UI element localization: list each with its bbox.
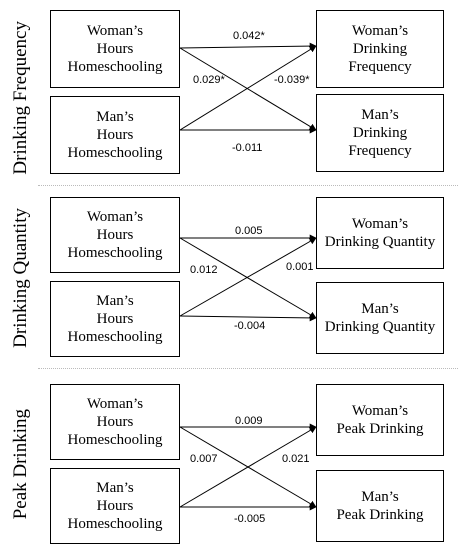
panel-label-drinking-quantity: Drinking Quantity: [9, 208, 31, 348]
woman-drinking-frequency-box: Woman’s Drinking Frequency: [316, 10, 444, 88]
arrow-man-to-man: [179, 314, 317, 322]
coef-woman-to-woman: 0.005: [235, 225, 263, 237]
man-drinking-frequency-box: Man’s Drinking Frequency: [316, 94, 444, 172]
arrow-man-to-woman: [179, 426, 317, 508]
coef-man-to-man: -0.005: [234, 513, 266, 525]
panel-label-peak-drinking: Peak Drinking: [9, 408, 31, 520]
coef-man-to-woman: -0.039*: [274, 74, 310, 86]
arrow-woman-to-man: [179, 237, 317, 319]
coef-man-to-man: -0.004: [234, 320, 266, 332]
coef-woman-to-woman: 0.042*: [233, 30, 265, 42]
man-hours-homeschooling-box: Man’s Hours Homeschooling: [50, 468, 180, 544]
woman-hours-homeschooling-box: Woman’s Hours Homeschooling: [50, 384, 180, 460]
coef-man-to-woman: 0.021: [282, 453, 310, 465]
man-peak-drinking-box: Man’s Peak Drinking: [316, 470, 444, 542]
arrow-man-to-woman: [179, 237, 317, 317]
coef-man-to-man: -0.011: [232, 142, 263, 154]
woman-hours-homeschooling-box: Woman’s Hours Homeschooling: [50, 10, 180, 88]
arrow-woman-to-man: [179, 47, 317, 131]
panel-divider: [38, 185, 458, 186]
man-hours-homeschooling-box: Man’s Hours Homeschooling: [50, 96, 180, 174]
woman-hours-homeschooling-box: Woman’s Hours Homeschooling: [50, 197, 180, 273]
panel-label-drinking-frequency: Drinking Frequency: [9, 21, 31, 175]
coef-woman-to-man: 0.012: [190, 264, 218, 276]
woman-drinking-quantity-box: Woman’s Drinking Quantity: [316, 197, 444, 269]
arrow-man-to-woman: [179, 45, 317, 131]
arrow-woman-to-man: [179, 426, 317, 508]
panel-divider: [38, 368, 458, 369]
coef-woman-to-man: 0.007: [190, 453, 218, 465]
woman-peak-drinking-box: Woman’s Peak Drinking: [316, 384, 444, 456]
coef-man-to-woman: 0.001: [286, 261, 314, 273]
man-drinking-quantity-box: Man’s Drinking Quantity: [316, 282, 444, 354]
arrow-woman-to-woman: [179, 42, 317, 50]
man-hours-homeschooling-box: Man’s Hours Homeschooling: [50, 281, 180, 357]
coef-woman-to-man: 0.029*: [193, 74, 225, 86]
coef-woman-to-woman: 0.009: [235, 415, 263, 427]
